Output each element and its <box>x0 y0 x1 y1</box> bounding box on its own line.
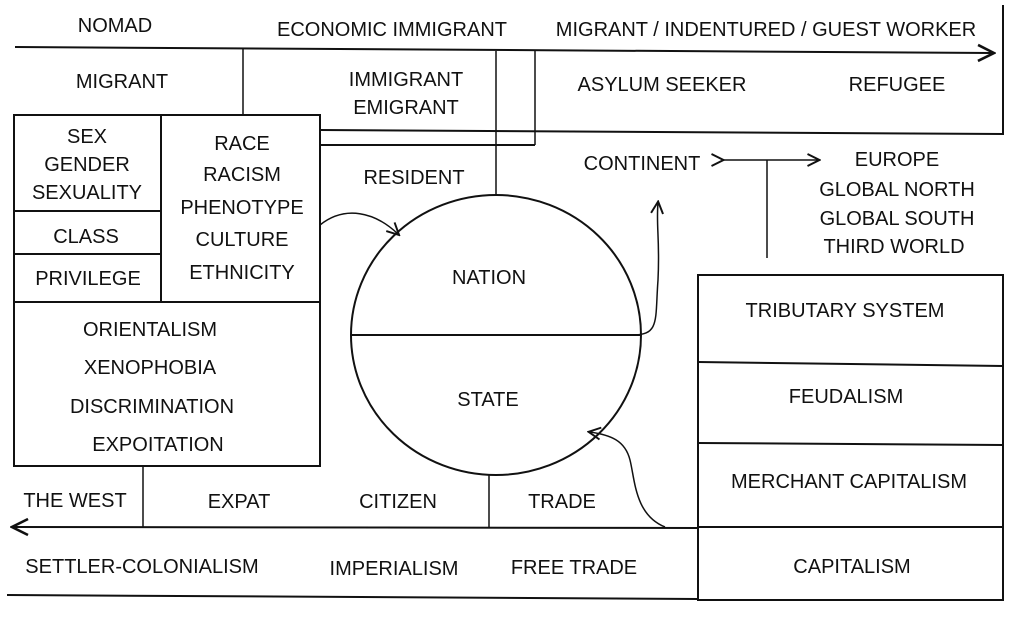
label-expoitation: EXPOITATION <box>92 434 224 456</box>
label-settler-colonialism: SETTLER-COLONIALISM <box>25 556 258 578</box>
top-border <box>319 5 1004 136</box>
label-sexuality: SEXUALITY <box>32 182 142 204</box>
label-race: RACE <box>214 133 270 155</box>
economy-box <box>697 274 1004 601</box>
label-global-north: GLOBAL NORTH <box>819 179 975 201</box>
label-global-south: GLOBAL SOUTH <box>820 208 975 230</box>
label-class: CLASS <box>53 226 119 248</box>
label-refugee: REFUGEE <box>849 74 946 96</box>
label-europe: EUROPE <box>855 149 939 171</box>
identity-box <box>13 114 321 467</box>
label-free-trade: FREE TRADE <box>511 557 637 579</box>
label-resident: RESIDENT <box>363 167 464 189</box>
label-the-west: THE WEST <box>23 490 126 512</box>
label-emigrant: EMIGRANT <box>353 97 459 119</box>
label-gender: GENDER <box>44 154 130 176</box>
label-third-world: THIRD WORLD <box>823 236 964 258</box>
label-orientalism: ORIENTALISM <box>83 319 217 341</box>
label-sex: SEX <box>67 126 107 148</box>
label-imperialism: IMPERIALISM <box>330 558 459 580</box>
label-nomad: NOMAD <box>78 15 152 37</box>
label-capitalism: CAPITALISM <box>793 556 910 578</box>
label-trade: TRADE <box>528 491 596 513</box>
label-state: STATE <box>457 389 518 411</box>
label-culture: CULTURE <box>196 229 289 251</box>
label-privilege: PRIVILEGE <box>35 268 141 290</box>
label-tributary-system: TRIBUTARY SYSTEM <box>746 300 945 322</box>
label-nation: NATION <box>452 267 526 289</box>
migration-axis-arrow <box>14 47 992 53</box>
label-discrimination: DISCRIMINATION <box>70 396 234 418</box>
label-ethnicity: ETHNICITY <box>189 262 295 284</box>
label-phenotype: PHENOTYPE <box>180 197 303 219</box>
label-citizen: CITIZEN <box>359 491 437 513</box>
arrow-to-continent <box>632 203 659 336</box>
label-merchant-capitalism: MERCHANT CAPITALISM <box>731 471 967 493</box>
label-expat: EXPAT <box>208 491 271 513</box>
label-economic-immigrant: ECONOMIC IMMIGRANT <box>277 19 507 41</box>
arrow-to-state <box>590 432 666 528</box>
label-feudalism: FEUDALISM <box>789 386 903 408</box>
label-racism: RACISM <box>203 164 281 186</box>
label-asylum-seeker: ASYLUM SEEKER <box>578 74 747 96</box>
label-immigrant: IMMIGRANT <box>349 69 463 91</box>
label-xenophobia: XENOPHOBIA <box>84 357 217 379</box>
label-migrant: MIGRANT <box>76 71 168 93</box>
bottom-border <box>6 594 699 600</box>
label-guest-worker: MIGRANT / INDENTURED / GUEST WORKER <box>556 19 976 41</box>
history-axis-arrow <box>14 527 699 528</box>
label-continent: CONTINENT <box>584 153 701 175</box>
curved-arrow-to-nation <box>319 212 398 234</box>
